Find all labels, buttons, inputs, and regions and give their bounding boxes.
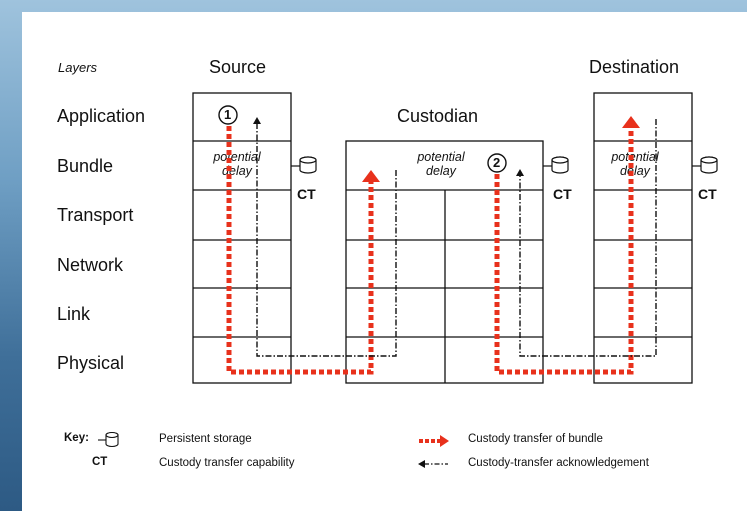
diagram-panel [22, 12, 747, 511]
layer-physical: Physical [57, 353, 125, 373]
custody-transfer-arrowhead-1 [362, 170, 380, 182]
source-stack [192, 92, 292, 384]
ack-path-2 [519, 119, 657, 357]
storage-icon [692, 156, 718, 174]
key-title: Key: [64, 432, 89, 444]
source-stack-outline [192, 92, 292, 384]
storage-icon [291, 156, 317, 174]
destination-stack-outline [593, 92, 693, 384]
key-storage-text: Persistent storage [159, 433, 252, 445]
marker-2-circle [487, 153, 507, 173]
node-source-title: Source [209, 57, 267, 77]
destination-stack [593, 92, 693, 384]
node-destination-title: Destination [589, 57, 680, 77]
key-transfer-arrow-icon [419, 435, 449, 447]
layer-network: Network [57, 255, 124, 275]
key-ack-arrow-icon [418, 460, 448, 468]
custody-transfer-arrowhead-2 [622, 116, 640, 128]
storage-icon [543, 156, 569, 174]
ack-path-1 [256, 124, 397, 357]
custody-transfer-path-2 [494, 130, 634, 375]
layer-bundle: Bundle [57, 156, 114, 176]
ack-arrowhead-2 [516, 169, 524, 176]
key-transfer-text: Custody transfer of bundle [468, 433, 603, 445]
marker-1: 1 [224, 107, 232, 122]
marker-2: 2 [493, 155, 501, 170]
ct-label-destination: CT [698, 186, 717, 202]
custodian-stack [345, 140, 544, 384]
node-custodian-title: Custodian [397, 106, 479, 126]
key-ct-text: Custody transfer capability [159, 457, 295, 469]
marker-1-circle [218, 105, 238, 125]
layer-application: Application [57, 106, 146, 126]
ct-label-custodian: CT [553, 186, 572, 202]
layers-header: Layers [58, 60, 98, 75]
layer-link: Link [57, 304, 91, 324]
key-storage-icon [98, 431, 119, 448]
key-ack-text: Custody-transfer acknowledgement [468, 457, 649, 469]
custody-transfer-path-1 [226, 126, 374, 375]
key-ct-symbol: CT [92, 456, 108, 468]
ct-label-source: CT [297, 186, 316, 202]
ack-arrowhead-1 [253, 117, 261, 124]
layer-transport: Transport [57, 205, 134, 225]
